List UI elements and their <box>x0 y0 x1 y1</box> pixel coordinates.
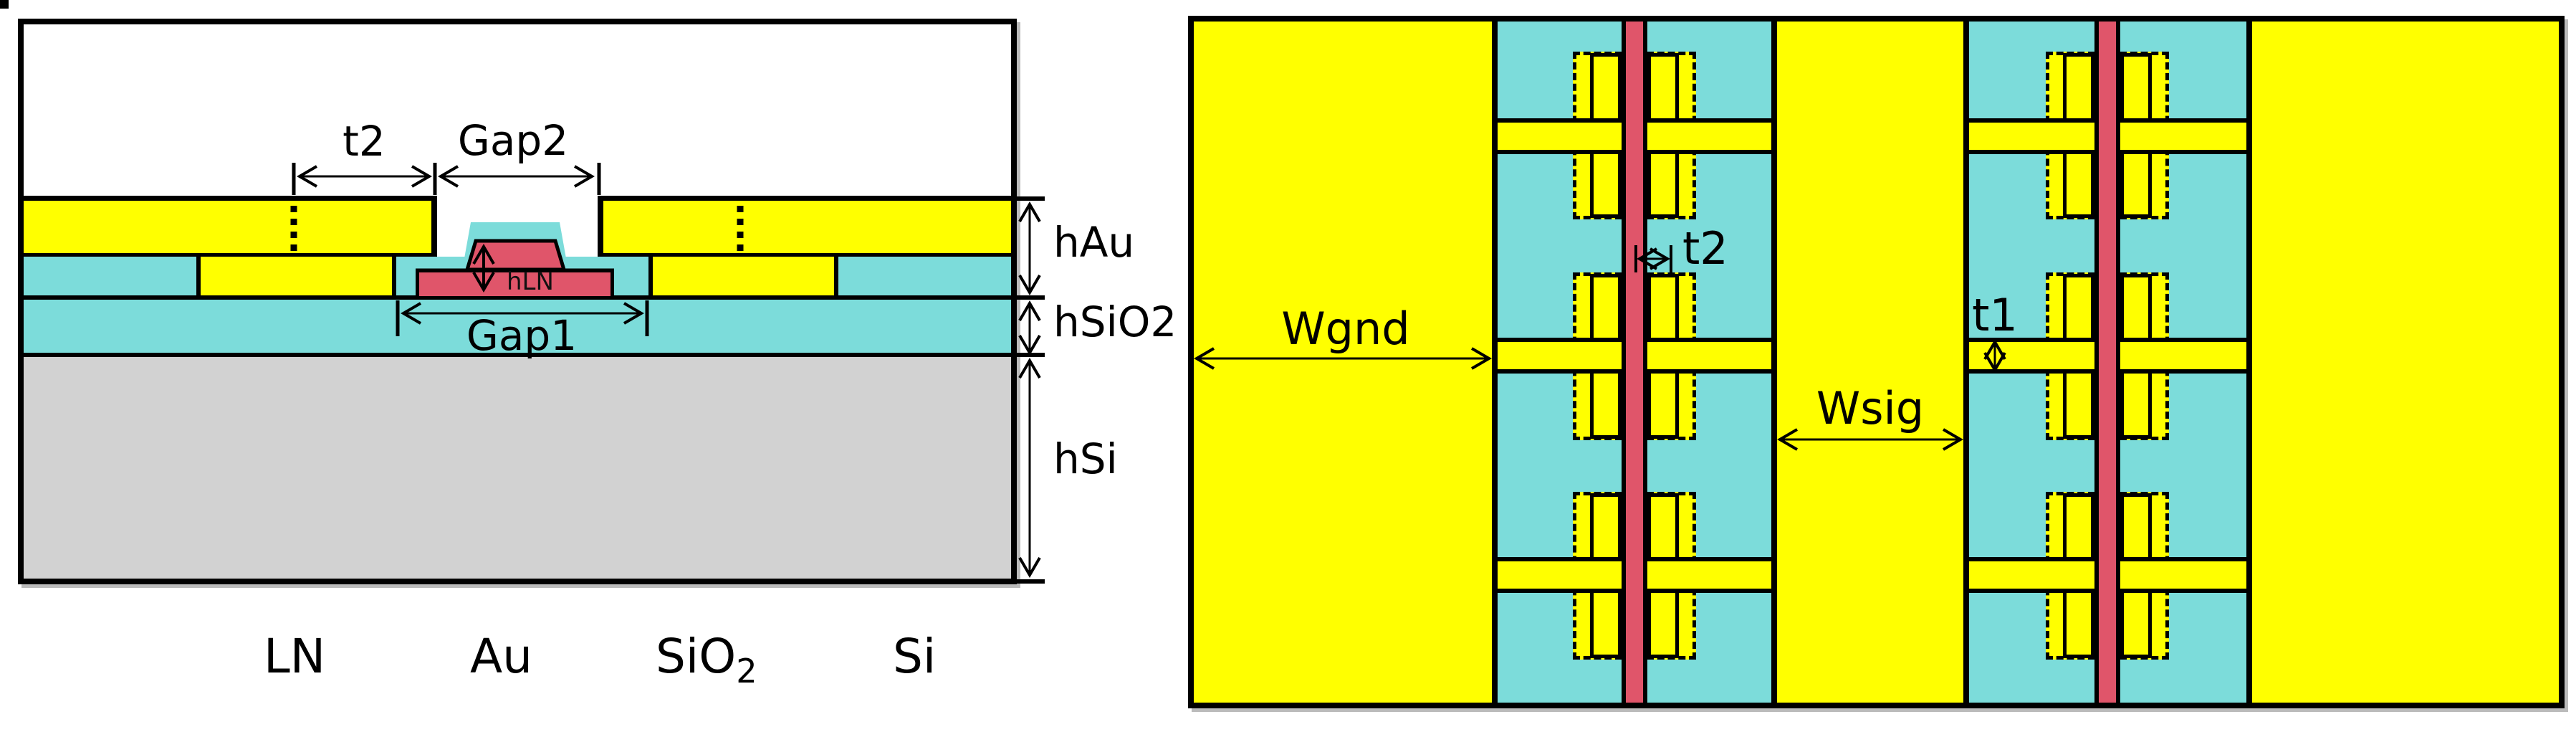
waveguide-stripe-right <box>2094 22 2120 703</box>
dim-label-t2-top: t2 <box>1682 222 1728 275</box>
top-view-panel <box>1188 16 2565 708</box>
dim-label-hsio2: hSiO2 <box>1053 298 1177 346</box>
si-substrate-layer <box>24 357 1011 579</box>
dim-label-wgnd: Wgnd <box>1281 303 1410 355</box>
top-gold-slab-left <box>24 196 437 257</box>
legend-swatch-si <box>0 0 9 9</box>
waveguide-stripe-left <box>1622 22 1647 703</box>
dim-label-wsig: Wsig <box>1816 382 1925 434</box>
top-gold-slab-right <box>598 196 1011 257</box>
buried-gold-right <box>648 257 838 295</box>
legend-label-si: Si <box>893 628 937 684</box>
dim-label-hau: hAu <box>1053 218 1135 267</box>
dim-label-gap2: Gap2 <box>457 116 569 165</box>
dim-label-t2: t2 <box>343 117 386 166</box>
legend-label-au: Au <box>470 628 532 684</box>
buried-gold-left <box>196 257 396 295</box>
legend-label-ln: LN <box>264 628 326 684</box>
legend-label-sio2: SiO2 <box>656 628 757 690</box>
dim-label-hsi: hSi <box>1053 434 1118 483</box>
dim-label-t1: t1 <box>1972 289 2018 341</box>
dim-label-gap1: Gap1 <box>466 311 578 360</box>
dim-label-hln: hLN <box>507 267 554 296</box>
